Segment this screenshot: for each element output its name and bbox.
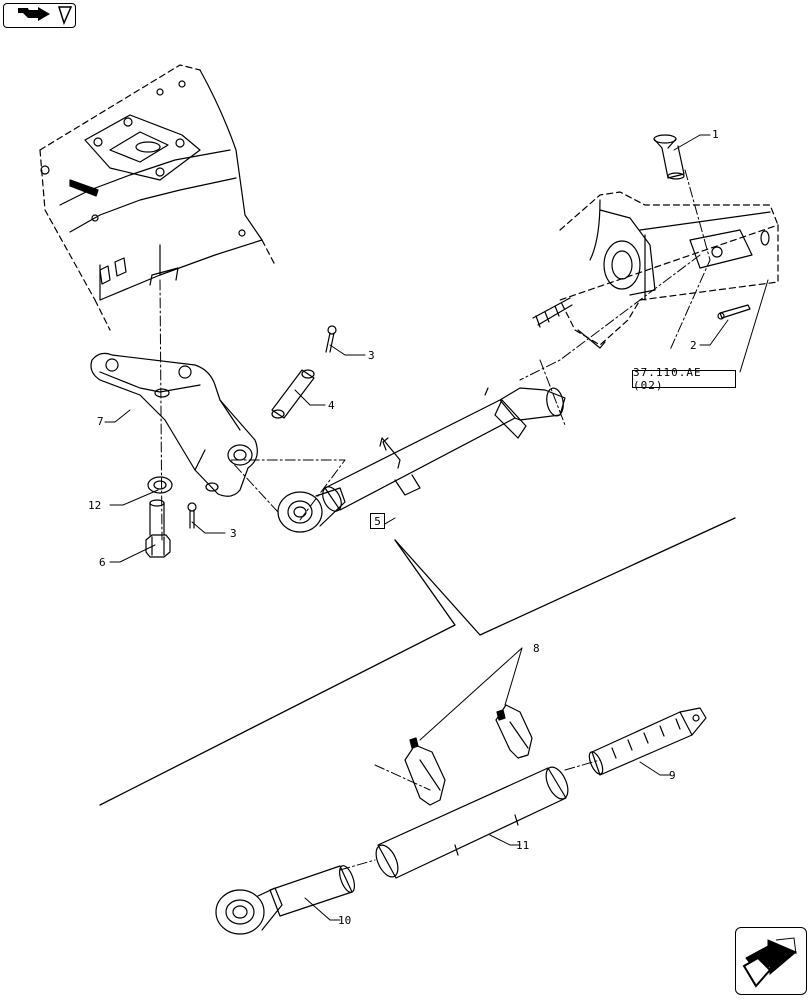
part-2-clip — [717, 304, 751, 320]
callout-11: 11 — [516, 839, 529, 852]
part-8-clip-left — [404, 737, 446, 806]
section-divider — [394, 517, 736, 636]
tractor-frame — [39, 64, 276, 331]
sub-assembly-5-reference[interactable]: 5 — [370, 513, 385, 529]
arrow-back-icon — [18, 6, 73, 26]
callout-8: 8 — [533, 642, 540, 655]
part-10-ball-end — [215, 865, 355, 935]
arrow-forward-icon — [742, 937, 797, 988]
previous-page-button[interactable] — [3, 3, 76, 28]
part-11-sleeve — [375, 766, 569, 879]
callout-9: 9 — [669, 769, 676, 782]
next-page-button[interactable] — [735, 927, 807, 995]
callout-12: 12 — [88, 499, 101, 512]
part-3-split-pin-upper — [325, 325, 337, 353]
part-3-split-pin-lower — [187, 502, 197, 529]
part-4-pin — [271, 369, 315, 419]
part-9-clevis-end — [588, 707, 707, 776]
callout-7: 7 — [97, 415, 104, 428]
callout-4: 4 — [328, 399, 335, 412]
callout-3-upper: 3 — [368, 349, 375, 362]
callout-2: 2 — [690, 339, 697, 352]
callout-3-lower: 3 — [230, 527, 237, 540]
callout-10: 10 — [338, 914, 351, 927]
part-5-top-link-assembly — [277, 387, 566, 533]
part-8-clip-right — [495, 704, 533, 759]
part-12-washer — [147, 476, 173, 494]
part-1-pin — [653, 134, 685, 180]
part-6-bolt — [145, 499, 171, 558]
cross-reference-link[interactable]: 37.110.AE (02) — [632, 366, 736, 392]
callout-6: 6 — [99, 556, 106, 569]
part-7-bracket — [90, 352, 258, 497]
upper-link-bracket — [532, 191, 779, 349]
callout-1: 1 — [712, 128, 719, 141]
